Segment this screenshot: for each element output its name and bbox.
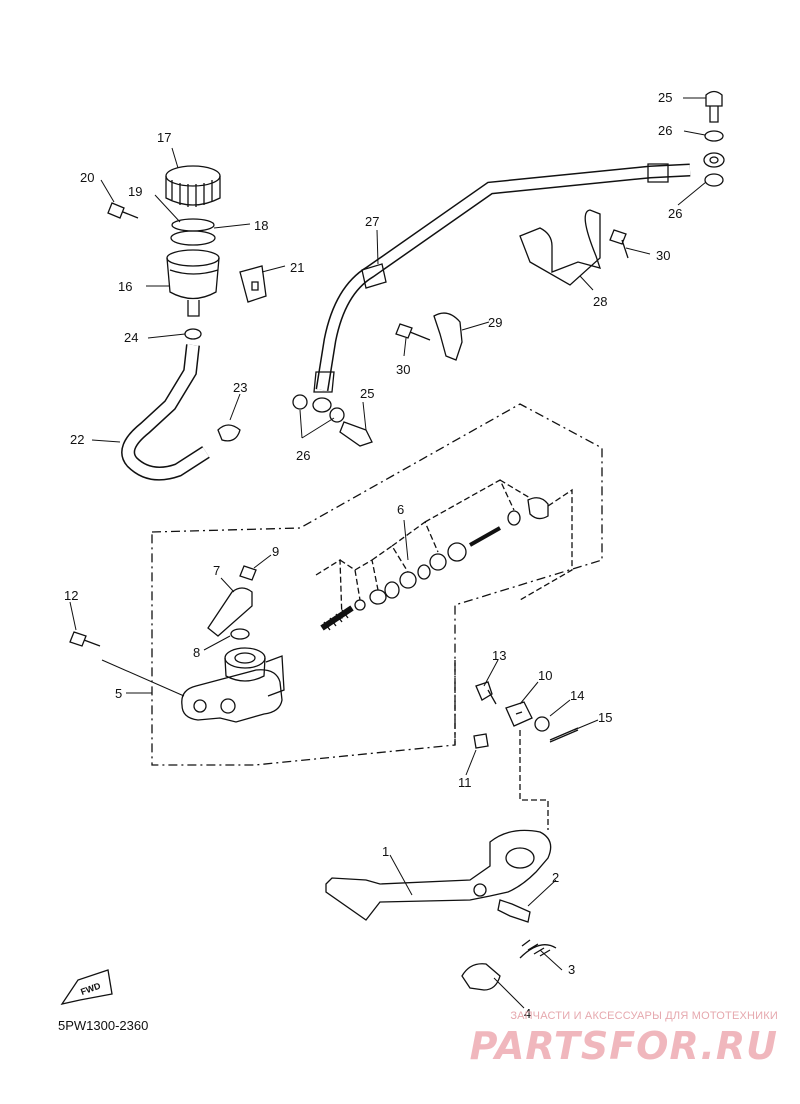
part-label-22: 22 [70,432,84,447]
union-bolt [705,90,723,123]
brake-hose [315,163,691,392]
part-label-26-right: 26 [668,206,682,221]
part-label-1: 1 [382,844,389,859]
part-label-14: 14 [570,688,584,703]
part-label-23: 23 [233,380,247,395]
part-label-28: 28 [593,294,607,309]
guide-bolt [395,323,431,341]
nut [473,733,489,749]
copper-washer [329,407,345,423]
brake-pedal [325,829,552,921]
part-label-6: 6 [397,502,404,517]
hose-fitting-lower [361,263,387,289]
pedal-bushing [461,963,501,991]
part-label-10: 10 [538,668,552,683]
hose-clip [184,328,202,340]
copper-washer [704,173,724,187]
fwd-label: FWD [79,980,102,997]
part-label-15: 15 [598,710,612,725]
washer [534,716,550,732]
union-bolt [339,421,373,447]
mount-bolt [69,631,101,647]
part-label-8: 8 [193,645,200,660]
diaphragm [170,230,216,246]
part-label-19: 19 [128,184,142,199]
clevis [505,701,533,727]
part-label-5: 5 [115,686,122,701]
piston-kit [320,497,549,631]
part-label-16: 16 [118,279,132,294]
hose-guide [433,312,463,361]
fwd-arrow [60,969,113,1005]
reservoir-bracket [239,265,267,303]
return-spring [519,939,557,959]
o-ring [230,628,250,640]
joint-screw [239,565,257,581]
part-label-27: 27 [365,214,379,229]
part-label-9: 9 [272,544,279,559]
diagram-code: 5PW1300-2360 [58,1018,149,1033]
reservoir-tank [166,249,220,317]
hose-joint [207,587,253,637]
part-label-4: 4 [524,1006,531,1021]
part-label-26-upper: 26 [658,123,672,138]
bracket-bolt [609,229,629,259]
part-label-11: 11 [458,775,472,790]
part-label-29: 29 [488,315,502,330]
pin [475,681,497,705]
watermark-tagline: ЗАПЧАСТИ И АКСЕССУАРЫ ДЛЯ МОТОТЕХНИКИ [510,1010,778,1022]
copper-washer [704,130,724,142]
pivot-bolt [497,899,531,923]
assembly-dashed-outline [151,403,603,766]
part-label-25-lower: 25 [360,386,374,401]
hose-clamp [217,424,241,442]
part-label-20: 20 [80,170,94,185]
part-label-2: 2 [552,870,559,885]
copper-washer [292,394,308,410]
part-label-13: 13 [492,648,506,663]
part-label-30-lower: 30 [396,362,410,377]
banjo-fitting-lower [312,397,332,413]
reservoir-cap [165,165,221,207]
hose-bracket [519,209,602,286]
part-label-12: 12 [64,588,78,603]
reservoir-screw [107,202,139,219]
part-label-26-lower: 26 [296,448,310,463]
part-label-24: 24 [124,330,138,345]
part-label-25-upper: 25 [658,90,672,105]
banjo-fitting-top [703,152,725,168]
part-label-30-upper: 30 [656,248,670,263]
part-label-3: 3 [568,962,575,977]
cotter-pin [549,727,579,743]
master-cylinder [181,647,285,723]
part-label-21: 21 [290,260,304,275]
part-label-18: 18 [254,218,268,233]
part-label-7: 7 [213,563,220,578]
watermark-logo[interactable]: PARTSFOR.RU [469,1024,778,1068]
leader-lines [69,97,707,1009]
part-label-17: 17 [157,130,171,145]
hose-fitting-top [647,163,669,183]
